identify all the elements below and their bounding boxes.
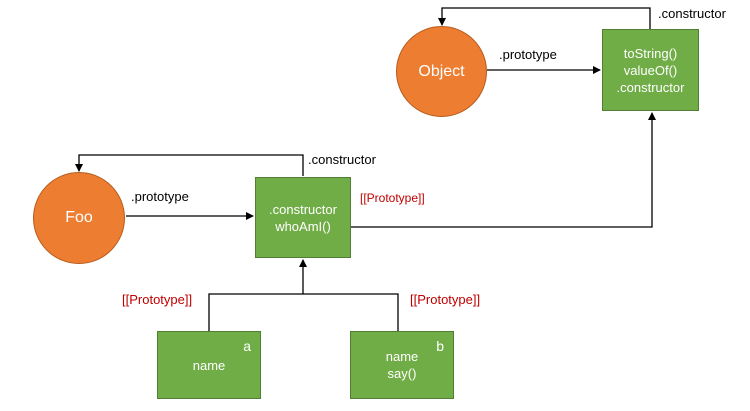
foo-node-label: Foo — [65, 209, 93, 226]
foo-node: Foo — [33, 172, 125, 264]
instance-a-node: a name — [157, 331, 261, 399]
object-prototype-member: toString() — [623, 45, 678, 61]
foo-constructor-label: .constructor — [308, 152, 376, 167]
object-prototype-label: .prototype — [499, 47, 557, 62]
instance-b-node: b name say() — [350, 331, 454, 399]
object-prototype-node: toString() valueOf() .constructor — [602, 29, 699, 111]
foo-prototype-member: .constructor — [269, 201, 337, 217]
b-proto-chain-edge — [303, 293, 399, 331]
instance-b-member: name — [385, 349, 419, 364]
foo-prototype-label: .prototype — [131, 189, 189, 204]
foo-prototype-member: whoAmI() — [275, 218, 331, 234]
instance-b-member: say() — [387, 366, 417, 381]
b-proto-link-label: [[Prototype]] — [410, 292, 481, 307]
instance-b-tag: b — [436, 338, 444, 354]
object-constructor-edge — [438, 7, 651, 30]
object-prototype-member: valueOf() — [623, 62, 678, 78]
object-node: Object — [396, 26, 487, 117]
foo-proto-chain-edge — [350, 112, 656, 228]
foo-constructor-edge — [75, 154, 304, 176]
a-proto-link-label: [[Prototype]] — [122, 292, 193, 307]
object-prototype-member: .constructor — [616, 79, 685, 95]
instance-a-member: name — [192, 357, 226, 373]
object-constructor-label: .constructor — [658, 6, 726, 21]
object-node-label: Object — [418, 62, 465, 80]
a-proto-chain-edge — [208, 293, 303, 331]
instance-a-tag: a — [243, 338, 251, 354]
foo-prototype-node: .constructor whoAmI() — [255, 177, 351, 258]
foo-proto-link-label: [[Prototype]] — [360, 191, 425, 205]
